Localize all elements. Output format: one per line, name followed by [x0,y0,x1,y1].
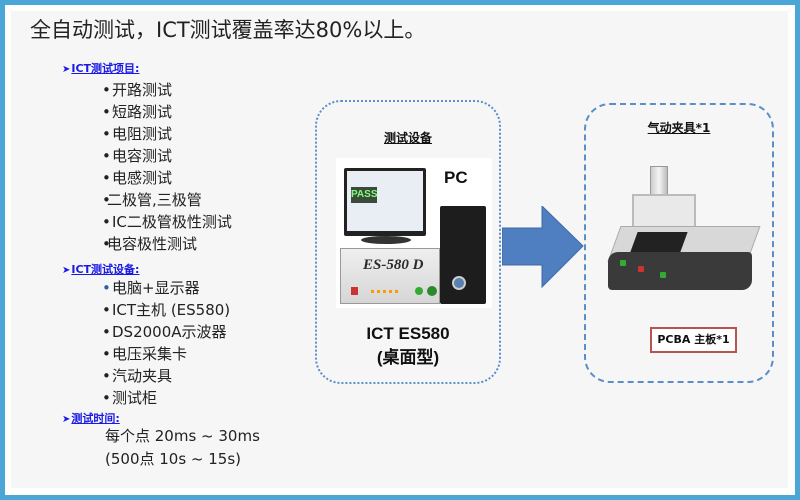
list-item-text: 二极管,三极管 [107,191,202,209]
pc-label: PC [444,168,468,187]
pcba-label-box: PCBA 主板*1 [650,327,737,353]
arrow-bullet-icon: ➤ [62,265,71,276]
list-item: •电压采集卡 [102,343,230,365]
bullet-icon: • [102,323,111,341]
power-button-icon [452,276,466,290]
list-item: •IC二极管极性测试 [102,211,232,233]
arrow-bullet-icon: ➤ [62,64,71,75]
flow-arrow-icon [502,206,584,288]
page-title: 全自动测试，ICT测试覆盖率达80%以上。 [30,18,426,42]
list-item: •汽动夹具 [102,365,230,387]
bullet-icon: • [102,235,111,253]
section-heading-test-time: ➤测试时间: [62,410,120,426]
bullet-icon: • [102,169,111,187]
list-item-text: 电阻测试 [112,125,173,143]
start-button-icon [427,286,437,296]
ict-model-label: ICT ES580 [366,324,450,343]
green-button-icon [660,272,666,278]
list-item-text: 电容极性测试 [107,235,198,253]
bullet-icon: • [102,345,111,363]
bullet-icon: • [102,103,111,121]
list-item-text: 测试柜 [112,389,158,407]
green-button-icon [620,260,626,266]
list-item: •测试柜 [102,387,230,409]
test-time-per-point: 每个点 20ms ~ 30ms [105,427,260,445]
pc-tower-graphic [440,206,486,304]
section-heading-label: 测试时间: [71,412,120,425]
pass-indicator: PASS [351,187,378,203]
monitor-graphic: PASS [344,168,426,236]
pcb-bed-graphic [630,232,688,252]
list-item-text: 开路测试 [112,81,173,99]
fixture-box-title: 气动夹具*1 [647,121,711,135]
list-item-text: 短路测试 [112,103,173,121]
section-heading-test-items: ➤ICT测试项目: [62,60,139,76]
ict-tester-image: PASS ES-580 D [336,158,492,308]
list-item-text: ICT主机 (ES580) [112,301,231,319]
arrow-bullet-icon: ➤ [62,414,71,425]
list-item-text: IC二极管极性测试 [112,213,232,231]
list-item: •ICT主机 (ES580) [102,299,230,321]
power-switch-icon [351,287,358,295]
monitor-stand [361,236,411,244]
bullet-icon: • [102,191,111,209]
bullet-icon: • [102,213,111,231]
list-item-text: 电容测试 [112,147,173,165]
monitor-screen: PASS [347,171,423,231]
list-item: •二极管,三极管 [102,189,232,211]
list-item: •电容测试 [102,145,232,167]
equipment-box [315,100,501,384]
list-item: •开路测试 [102,79,232,101]
bullet-icon: • [102,81,111,99]
red-button-icon [638,266,644,272]
test-time-total: (500点 10s ~ 15s) [105,450,242,468]
list-item: •DS2000A示波器 [102,321,230,343]
list-item-text: 电脑+显示器 [112,279,200,297]
fixture-base-graphic [608,252,752,290]
list-item-text: DS2000A示波器 [112,323,227,341]
equipment-box-title: 测试设备 [383,131,432,145]
status-leds-icon [371,290,401,293]
bullet-icon: • [102,279,111,297]
test-equipment-list: •电脑+显示器 •ICT主机 (ES580) •DS2000A示波器 •电压采集… [102,277,230,409]
bullet-icon: • [102,125,111,143]
ict-unit-graphic: ES-580 D [340,248,440,304]
list-item-text: 电感测试 [112,169,173,187]
test-items-list: •开路测试 •短路测试 •电阻测试 •电容测试 •电感测试 •二极管,三极管 •… [102,79,232,255]
ict-type-label: (桌面型) [376,348,440,367]
list-item: •短路测试 [102,101,232,123]
green-button-icon [415,287,423,295]
list-item: •电感测试 [102,167,232,189]
section-heading-label: ICT测试设备: [71,263,140,276]
section-heading-test-equipment: ➤ICT测试设备: [62,261,139,277]
list-item: •电脑+显示器 [102,277,230,299]
pneumatic-fixture-image [604,166,761,294]
bullet-icon: • [102,367,111,385]
cylinder-graphic [650,166,668,196]
bullet-icon: • [102,389,111,407]
list-item-text: 电压采集卡 [112,345,188,363]
list-item-text: 汽动夹具 [112,367,173,385]
unit-model-label: ES-580 D [363,257,424,273]
list-item: •电容极性测试 [102,233,232,255]
fixture-box [584,103,774,383]
section-heading-label: ICT测试项目: [71,62,140,75]
list-item: •电阻测试 [102,123,232,145]
bullet-icon: • [102,301,111,319]
bullet-icon: • [102,147,111,165]
